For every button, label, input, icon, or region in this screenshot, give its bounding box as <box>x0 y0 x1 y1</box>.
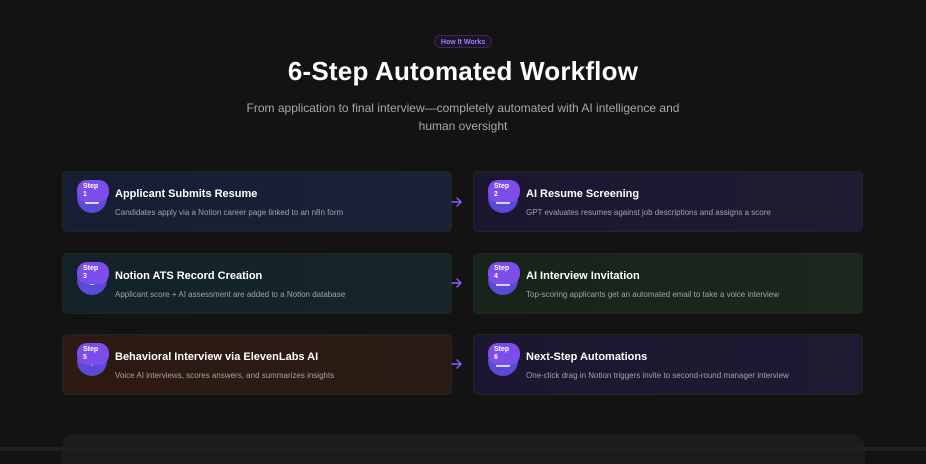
step-card-6: Step 6 Next-Step Automations One-click d… <box>473 334 863 395</box>
step-label: Step <box>494 183 510 190</box>
step-number: 4 <box>494 273 498 280</box>
step-label: Step <box>83 265 99 272</box>
page-subtitle: From application to final interview—comp… <box>246 101 680 133</box>
page-title: 6-Step Automated Workflow <box>287 56 639 86</box>
step-card-4: Step 4 AI Interview Invitation Top-scori… <box>473 253 863 314</box>
step-label: Step <box>494 265 510 272</box>
step-description: Voice AI interviews, scores answers, and… <box>115 371 335 380</box>
step-number: 1 <box>83 191 87 198</box>
step-card-3: Step 3 Notion ATS Record Creation Applic… <box>62 253 452 314</box>
step-card-1: Step 1 Applicant Submits Resume Candidat… <box>62 171 452 232</box>
step-badge-4: Step 4 <box>488 262 520 284</box>
step-description: Applicant score + AI assessment are adde… <box>115 290 346 299</box>
arrow-right-icon <box>451 359 462 369</box>
step-title: AI Interview Invitation <box>526 270 640 282</box>
step-label: Step <box>83 183 99 190</box>
step-badge-2: Step 2 <box>488 180 520 202</box>
step-description: Top-scoring applicants get an automated … <box>526 290 780 299</box>
step-title: AI Resume Screening <box>526 188 640 200</box>
step-card-5: Step 5 Behavioral Interview via ElevenLa… <box>62 334 452 395</box>
step-label: Step <box>83 346 99 353</box>
step-title: Next-Step Automations <box>526 351 648 363</box>
section-badge: How It Works <box>434 35 492 48</box>
step-card-2: Step 2 AI Resume Screening GPT evaluates… <box>473 171 863 232</box>
step-description: One-click drag in Notion triggers invite… <box>526 371 789 380</box>
arrow-right-icon <box>451 278 462 288</box>
step-badge-3: Step 3 <box>77 262 109 284</box>
step-number: 2 <box>494 191 498 198</box>
step-badge-6: Step 6 <box>488 343 520 365</box>
step-title: Applicant Submits Resume <box>115 188 258 200</box>
step-number: 6 <box>494 354 498 361</box>
arrow-right-icon <box>451 197 462 207</box>
step-title: Behavioral Interview via ElevenLabs AI <box>115 351 319 363</box>
step-label: Step <box>494 346 510 353</box>
step-description: Candidates apply via a Notion career pag… <box>115 208 344 217</box>
horizontal-scrollbar[interactable] <box>0 447 926 451</box>
step-description: GPT evaluates resumes against job descri… <box>526 208 771 217</box>
step-number: 3 <box>83 273 87 280</box>
step-badge-5: Step 5 <box>77 343 109 365</box>
step-number: 5 <box>83 354 87 361</box>
step-title: Notion ATS Record Creation <box>115 270 263 282</box>
step-badge-1: Step 1 <box>77 180 109 202</box>
